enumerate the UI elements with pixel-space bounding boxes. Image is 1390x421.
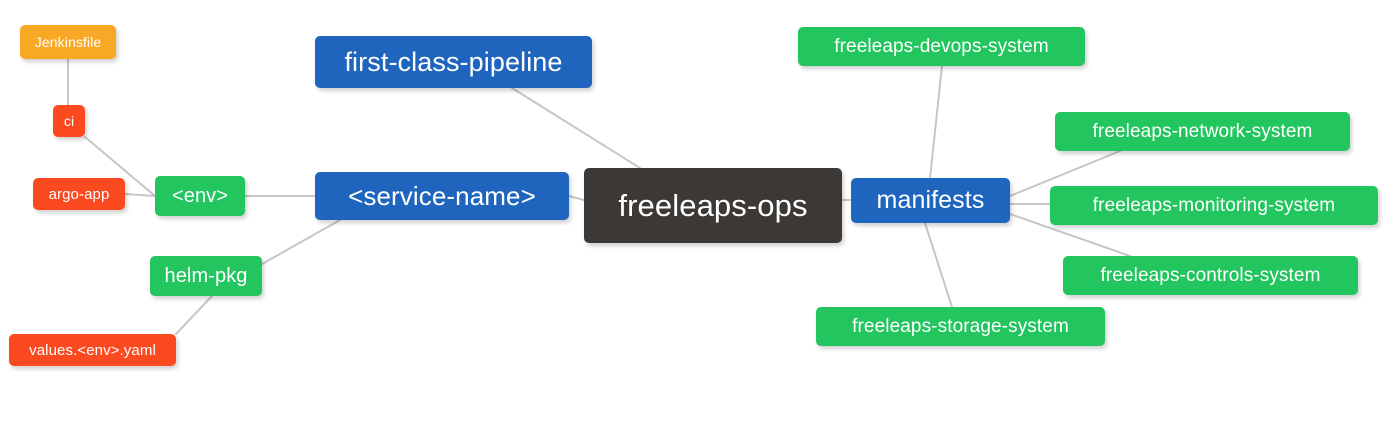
node-label-freeleaps-network-system: freeleaps-network-system (1092, 121, 1313, 142)
edge-argo-app-to-env (124, 193, 156, 197)
node-label-jenkinsfile: Jenkinsfile (34, 34, 102, 50)
node-label-ci: ci (63, 113, 75, 129)
node-helm-pkg[interactable]: helm-pkg (150, 256, 262, 296)
edge-manifests-to-freeleaps-storage-system (924, 222, 953, 308)
node-label-freeleaps-ops: freeleaps-ops (618, 188, 808, 223)
node-label-manifests: manifests (876, 186, 985, 214)
edge-manifests-to-freeleaps-devops-system (929, 65, 943, 179)
node-freeleaps-devops-system[interactable]: freeleaps-devops-system (798, 27, 1085, 66)
node-first-class-pipeline[interactable]: first-class-pipeline (315, 36, 592, 88)
node-jenkinsfile[interactable]: Jenkinsfile (20, 25, 116, 59)
edge-first-class-pipeline-to-freeleaps-ops (511, 87, 641, 169)
node-freeleaps-ops[interactable]: freeleaps-ops (584, 168, 842, 243)
node-env[interactable]: <env> (155, 176, 245, 216)
node-freeleaps-network-system[interactable]: freeleaps-network-system (1055, 112, 1350, 151)
node-manifests[interactable]: manifests (851, 178, 1010, 223)
node-label-values-yaml: values.<env>.yaml (29, 341, 156, 359)
node-label-helm-pkg: helm-pkg (164, 265, 248, 287)
node-ci[interactable]: ci (53, 105, 85, 137)
node-freeleaps-monitoring-system[interactable]: freeleaps-monitoring-system (1050, 186, 1378, 225)
node-values-yaml[interactable]: values.<env>.yaml (9, 334, 176, 366)
edge-values-yaml-to-helm-pkg (175, 295, 213, 335)
edge-service-name-to-freeleaps-ops (568, 195, 585, 201)
node-label-service-name: <service-name> (348, 181, 536, 211)
node-label-first-class-pipeline: first-class-pipeline (344, 46, 563, 77)
node-label-argo-app: argo-app (48, 185, 110, 203)
node-freeleaps-controls-system[interactable]: freeleaps-controls-system (1063, 256, 1358, 295)
node-label-freeleaps-devops-system: freeleaps-devops-system (834, 36, 1049, 57)
edge-helm-pkg-to-service-name (261, 219, 341, 265)
node-freeleaps-storage-system[interactable]: freeleaps-storage-system (816, 307, 1105, 346)
node-argo-app[interactable]: argo-app (33, 178, 125, 210)
node-service-name[interactable]: <service-name> (315, 172, 569, 220)
node-label-freeleaps-storage-system: freeleaps-storage-system (852, 316, 1069, 337)
node-label-env: <env> (171, 185, 229, 207)
node-label-freeleaps-controls-system: freeleaps-controls-system (1100, 265, 1321, 286)
node-label-freeleaps-monitoring-system: freeleaps-monitoring-system (1092, 195, 1336, 216)
